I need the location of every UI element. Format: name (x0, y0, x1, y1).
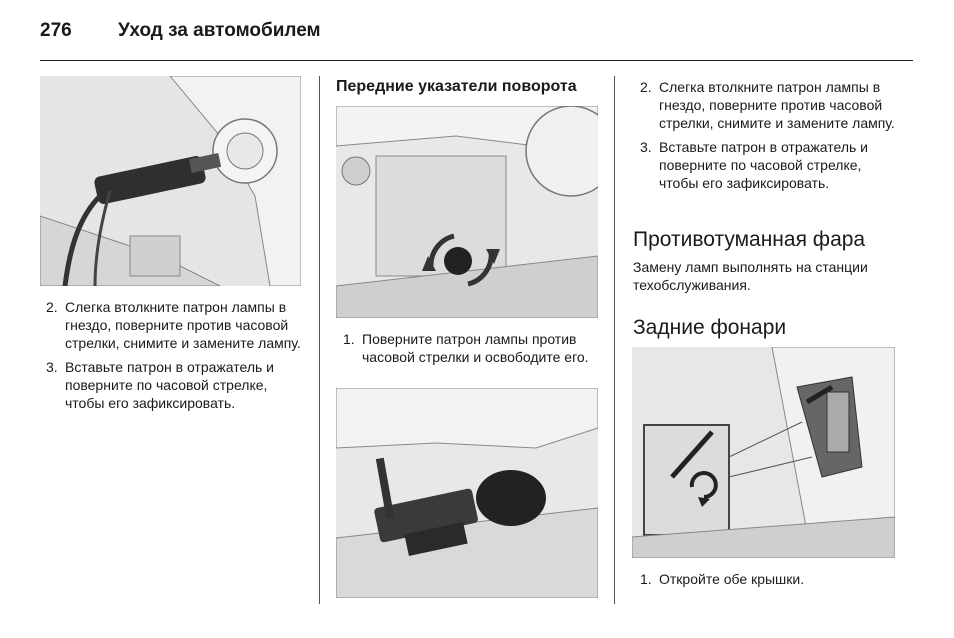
step-number: 1. (343, 331, 355, 347)
header-divider (40, 60, 913, 61)
step-number: 3. (640, 139, 652, 155)
section-heading-rear-lights: Задние фонари (633, 316, 787, 339)
list-item: 3. Вставьте патрон в отражатель и поверни… (46, 358, 304, 412)
step-text: Слегка втолкните патрон лампы в гнездо, … (659, 79, 895, 131)
illustration-rear-light-covers (632, 347, 895, 558)
section-heading-turn-signals: Передние указатели поворота (336, 78, 577, 95)
step-text: Вставьте патрон в отражатель и поверните… (659, 139, 868, 191)
list-item: 1. Откройте обе крышки. (640, 570, 896, 588)
page-title: Уход за автомобилем (118, 20, 321, 41)
column-divider-1 (319, 76, 320, 604)
list-item: 3. Вставьте патрон в отражатель и поверни… (640, 138, 896, 192)
steps-list-col1: 2. Слегка втолкните патрон лампы в гнездо… (46, 298, 304, 418)
section-heading-fog-light: Противотуманная фара (633, 228, 866, 251)
illustration-turn-signal-bulb (336, 388, 598, 598)
column-divider-2 (614, 76, 615, 604)
step-text: Вставьте патрон в отражатель и поверните… (65, 359, 274, 411)
step-text: Слегка втолкните патрон лампы в гнездо, … (65, 299, 301, 351)
step-number: 1. (640, 571, 652, 587)
page-number: 276 (40, 20, 72, 41)
steps-list-rear-lights: 1. Откройте обе крышки. (640, 570, 896, 594)
step-text: Откройте обе крышки. (659, 571, 805, 587)
fog-light-text: Замену ламп выполнять на станции техобсл… (633, 259, 868, 293)
illustration-turn-signal-socket (336, 106, 598, 318)
list-item: 1. Поверните патрон лампы против часовой … (343, 330, 598, 366)
step-text: Поверните патрон лампы против часовой ст… (362, 331, 589, 365)
step-number: 2. (46, 299, 58, 315)
step-number: 3. (46, 359, 58, 375)
list-item: 2. Слегка втолкните патрон лампы в гнездо… (46, 298, 304, 352)
step-number: 2. (640, 79, 652, 95)
steps-list-col3: 2. Слегка втолкните патрон лампы в гнездо… (640, 78, 896, 198)
illustration-bulb-holder (40, 76, 301, 286)
list-item: 2. Слегка втолкните патрон лампы в гнездо… (640, 78, 896, 132)
steps-list-col2: 1. Поверните патрон лампы против часовой … (343, 330, 598, 372)
